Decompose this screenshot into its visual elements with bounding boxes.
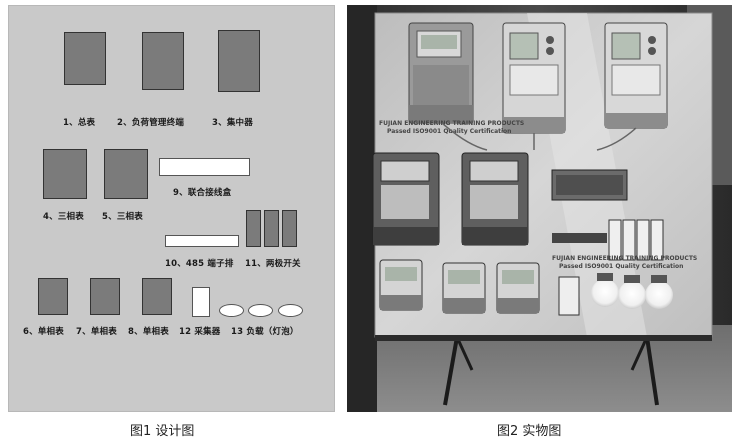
component-two-pole-switch-1 <box>246 210 261 247</box>
label-junction-box: 9、联合接线盒 <box>173 188 232 198</box>
caption-photo: 图2 实物图 <box>497 424 562 439</box>
component-single-phase-meter-6 <box>38 278 68 315</box>
label-concentrator: 3、集中器 <box>212 118 253 128</box>
component-load-bulb-1 <box>219 304 244 317</box>
label-single-phase-meter-7: 7、单相表 <box>76 327 117 337</box>
label-485-terminal-block: 10、485 端子排 <box>165 259 234 269</box>
label-three-phase-meter-4: 4、三相表 <box>43 212 84 222</box>
label-three-phase-meter-5: 5、三相表 <box>102 212 143 222</box>
component-two-pole-switch-3 <box>282 210 297 247</box>
photo-banner-mid: FUJIAN ENGINEERING TRAINING PRODUCTS <box>552 255 697 262</box>
label-single-phase-meter-8: 8、单相表 <box>128 327 169 337</box>
component-concentrator <box>218 30 260 92</box>
physical-board-photo: FUJIAN ENGINEERING TRAINING PRODUCTS Pas… <box>347 5 732 412</box>
label-load-bulbs: 13 负载（灯泡） <box>231 327 299 337</box>
photo-illustration: FUJIAN ENGINEERING TRAINING PRODUCTS Pas… <box>347 5 732 412</box>
photo-banner-mid-sub: Passed ISO9001 Quality Certification <box>559 263 683 270</box>
component-collector <box>192 287 210 317</box>
component-load-management-terminal <box>142 32 184 90</box>
photo-banner-top-sub: Passed ISO9001 Quality Certification <box>387 128 511 135</box>
component-485-terminal-block <box>165 235 239 247</box>
label-collector: 12 采集器 <box>179 327 221 337</box>
label-main-meter: 1、总表 <box>63 118 96 128</box>
label-two-pole-switch: 11、两极开关 <box>245 259 301 269</box>
component-load-bulb-2 <box>248 304 273 317</box>
component-three-phase-meter-4 <box>43 149 87 199</box>
caption-design: 图1 设计图 <box>130 424 195 439</box>
component-junction-box <box>159 158 250 176</box>
component-load-bulb-3 <box>278 304 303 317</box>
label-single-phase-meter-6: 6、单相表 <box>23 327 64 337</box>
photo-banner-top: FUJIAN ENGINEERING TRAINING PRODUCTS <box>379 120 524 127</box>
component-single-phase-meter-7 <box>90 278 120 315</box>
label-load-management-terminal: 2、负荷管理终端 <box>117 118 185 128</box>
component-main-meter <box>64 32 106 85</box>
design-diagram: 1、总表 2、负荷管理终端 3、集中器 9、联合接线盒 4、三相表 5、三相表 … <box>8 5 335 412</box>
component-three-phase-meter-5 <box>104 149 148 199</box>
component-single-phase-meter-8 <box>142 278 172 315</box>
component-two-pole-switch-2 <box>264 210 279 247</box>
